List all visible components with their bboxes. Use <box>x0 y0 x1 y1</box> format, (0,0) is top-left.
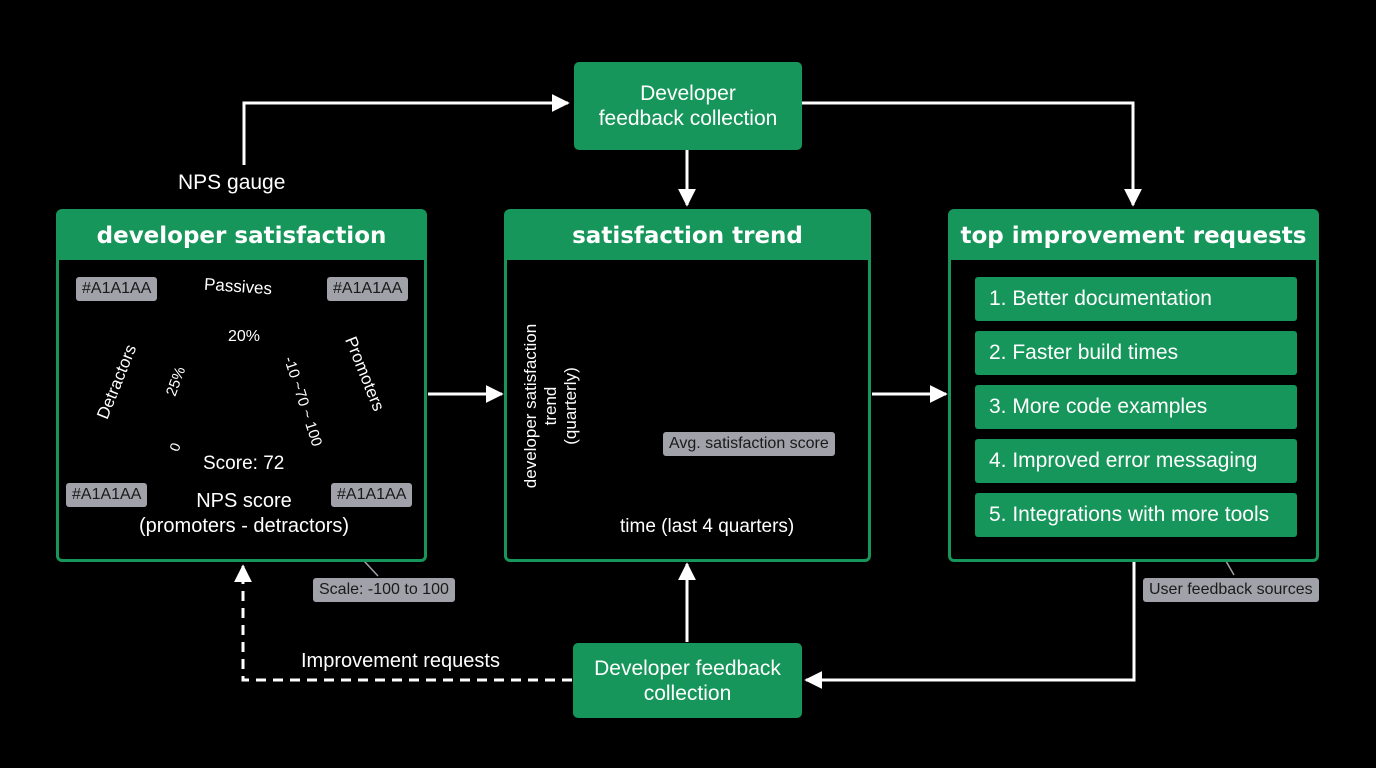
connector-requests-to-bottom-box <box>804 562 1136 689</box>
improvement-requests-label: Improvement requests <box>301 650 500 672</box>
callout-color-swatch: #A1A1AA <box>327 277 409 301</box>
top-improvement-requests-panel: top improvement requests 1. Better docum… <box>948 209 1319 562</box>
request-item[interactable]: 1. Better documentation <box>975 277 1297 321</box>
top-feedback-collection-box[interactable]: Developer feedback collection <box>574 62 802 150</box>
trend-y-axis-label: developer satisfaction trend (quarterly) <box>521 323 580 489</box>
panel-title: developer satisfaction <box>59 212 424 260</box>
request-item[interactable]: 3. More code examples <box>975 385 1297 429</box>
gauge-label-passives-percent: 20% <box>228 328 261 345</box>
bottom-feedback-collection-box[interactable]: Developer feedback collection <box>573 643 802 718</box>
panel-title: top improvement requests <box>951 212 1316 260</box>
satisfaction-trend-panel: satisfaction trend <box>504 209 871 562</box>
nps-score-readout: Score: 72 <box>203 453 285 474</box>
connector-bottom-box-to-satisfaction-dashed <box>234 564 572 682</box>
callout-color-swatch: #A1A1AA <box>331 483 413 507</box>
connector-top-box-to-requests <box>802 101 1142 207</box>
request-item[interactable]: 4. Improved error messaging <box>975 439 1297 483</box>
panel-title: satisfaction trend <box>507 212 868 260</box>
nps-gauge-label: NPS gauge <box>178 171 286 194</box>
scale-note: Scale: -100 to 100 <box>313 578 455 602</box>
user-feedback-sources-note: User feedback sources <box>1143 578 1319 602</box>
callout-color-swatch: #A1A1AA <box>66 483 148 507</box>
nps-score-caption: NPS score (promoters - detractors) <box>138 490 350 537</box>
callout-color-swatch: #A1A1AA <box>76 277 158 301</box>
request-item[interactable]: 2. Faster build times <box>975 331 1297 375</box>
trend-callout: Avg. satisfaction score <box>663 432 835 456</box>
connector-nps-to-top-box <box>242 94 570 165</box>
trend-x-axis-label: time (last 4 quarters) <box>620 516 795 537</box>
request-item[interactable]: 5. Integrations with more tools <box>975 493 1297 537</box>
